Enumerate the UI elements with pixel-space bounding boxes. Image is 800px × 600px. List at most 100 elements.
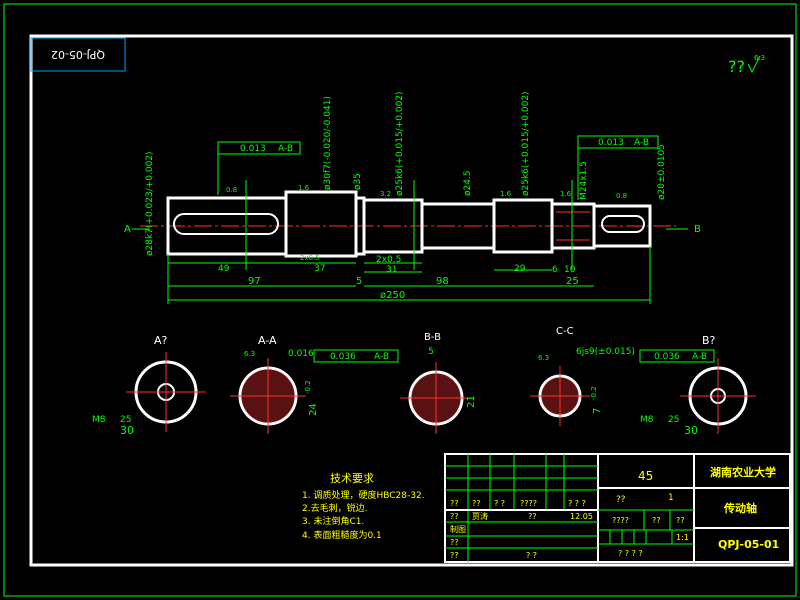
- q25-left: 25: [120, 415, 131, 425]
- tb-mid-r2b: ??: [652, 516, 661, 525]
- q30-right: 30: [684, 424, 698, 437]
- segment-30: [284, 190, 358, 258]
- q30-left: 30: [120, 424, 134, 437]
- dim-m24: M24x1.5: [579, 161, 589, 200]
- dim-25: 25: [566, 276, 579, 287]
- roughness-r3: 1.6: [500, 190, 512, 198]
- dim-d25a: ø25k6(+0.015/+0.002): [395, 91, 405, 196]
- dim-2x05-b: 2x0.5: [300, 254, 320, 262]
- aa-tol2: 0.036: [330, 352, 356, 362]
- tol-frame-cc: [639, 349, 715, 363]
- m8-right: M8: [640, 415, 654, 425]
- tb-mid-r2a: ????: [612, 516, 629, 525]
- cc-roughness: 6.3: [538, 354, 549, 362]
- roughness-r5: 1.6: [560, 190, 572, 198]
- tb-row2-c: ??: [528, 512, 537, 521]
- dim-d20: ø20±0.0105: [657, 144, 667, 200]
- notes-item-4: 4. 表面粗糙度为0.1: [302, 529, 382, 541]
- dim-6: 6: [552, 265, 558, 275]
- tb-mid-r1: ??: [616, 495, 626, 505]
- dim-49: 49: [218, 264, 230, 274]
- dim-31: 31: [386, 265, 397, 275]
- cc-7: 7: [592, 408, 603, 414]
- tb-row1-1: ??: [472, 499, 481, 508]
- dim-10: 10: [564, 265, 576, 275]
- notes-title: 技术要求: [330, 472, 374, 485]
- dim-250: ø250: [380, 290, 405, 301]
- cc-tol: 0.036: [654, 352, 680, 362]
- notes-item-3: 3. 未注倒角C1.: [302, 515, 364, 527]
- cc-ref: A-B: [692, 352, 707, 362]
- tb-row3-label: 制图: [450, 524, 466, 534]
- roughness-r6: 0.8: [616, 192, 627, 200]
- m8-left: M8: [92, 415, 106, 425]
- tb-row2-name: 贾涛: [472, 511, 488, 521]
- bottom-dimensions: 49 37 2x0.5 2x0.5 31 29 6 10 97 5 98 25 …: [167, 246, 651, 304]
- notes-item-1: 1. 调质处理，硬度HBC28-32.: [302, 489, 425, 501]
- tb-mid-r2c: ??: [676, 516, 685, 525]
- keyway-right: [601, 215, 645, 233]
- cc-key: 6js9(±0.015): [576, 347, 635, 357]
- keyway-left: [173, 213, 279, 235]
- tol-right-ref: A-B: [634, 138, 649, 148]
- dim-2x05: 2x0.5: [376, 255, 401, 265]
- roughness-r1: 0.8: [226, 186, 237, 194]
- label-view-b: B: [694, 224, 701, 235]
- aa-roughness: 6.3: [244, 350, 255, 358]
- tb-material: 45: [638, 469, 653, 483]
- tb-row4-label: ??: [450, 538, 459, 547]
- dim-5: 5: [356, 276, 362, 287]
- tb-row5-label: ??: [450, 551, 459, 560]
- roughness-r4: 3.2: [380, 190, 391, 198]
- title-block: 45 湖南农业大学 传动轴 QPJ-05-01 ?? ?? ? ? ???? ?…: [444, 453, 791, 563]
- tb-mid-r1b: 1: [668, 493, 674, 503]
- dim-d24: ø24.5: [463, 170, 473, 196]
- tb-row1-0: ??: [450, 499, 459, 508]
- label-section-a-star: A?: [154, 334, 168, 347]
- q25-right: 25: [668, 415, 679, 425]
- aa-tol24: -0.2: [304, 380, 312, 394]
- dim-29: 29: [514, 264, 526, 274]
- dim-d35: ø35: [353, 173, 363, 190]
- inner-frame: [29, 34, 794, 567]
- label-section-b-star: B?: [702, 334, 716, 347]
- roughness-note: ??: [728, 57, 745, 76]
- segment-20: [592, 204, 652, 248]
- tb-scale: 1:1: [676, 533, 689, 542]
- roughness-value: 6.3: [754, 54, 765, 62]
- bb-5: 5: [428, 347, 434, 357]
- tol-frame-aa: [313, 349, 399, 363]
- corner-code-box: [30, 37, 126, 72]
- top-dimensions: 0.013 A-B 0.013 A-B ø30f7(-0.020/-0.041)…: [145, 91, 667, 256]
- shaft-view: A B: [124, 180, 701, 270]
- notes-item-2: 2.去毛刺，锐边.: [302, 502, 367, 514]
- title-block-border: [444, 453, 791, 563]
- dim-37: 37: [314, 264, 325, 274]
- corner-code: QPJ-05-02: [51, 48, 105, 61]
- label-section-cc: C-C: [556, 326, 574, 337]
- aa-tol: 0.016: [288, 349, 314, 359]
- label-section-aa: A-A: [258, 334, 277, 347]
- tb-row1-3: ????: [520, 499, 537, 508]
- aa-ref: A-B: [374, 352, 389, 362]
- tb-part-name: 传动轴: [723, 501, 757, 515]
- tb-mid-bottom: ? ? ? ?: [618, 549, 643, 558]
- bb-21: 21: [466, 395, 477, 408]
- label-view-a: A: [124, 224, 131, 235]
- dim-d30: ø30f7(-0.020/-0.041): [323, 96, 333, 190]
- technical-notes: 技术要求 1. 调质处理，硬度HBC28-32. 2.去毛刺，锐边. 3. 未注…: [302, 472, 425, 541]
- outer-frame: [3, 3, 797, 597]
- tol-left-value: 0.013: [240, 144, 266, 154]
- dim-97: 97: [248, 276, 261, 287]
- dim-d25b: ø25k6(+0.015/+0.002): [521, 91, 531, 196]
- roughness-r2: 1.6: [298, 184, 310, 192]
- dim-d28: ø28k7(+0.023/+0.002): [145, 151, 155, 256]
- label-section-bb: B-B: [424, 332, 441, 343]
- tol-left-ref: A-B: [278, 144, 293, 154]
- tol-right-value: 0.013: [598, 138, 624, 148]
- tb-row1-2: ? ?: [494, 499, 505, 508]
- aa-24: 24: [308, 403, 319, 416]
- tb-row2-date: 12.05: [570, 512, 593, 521]
- tb-drawing-no: QPJ-05-01: [718, 538, 779, 551]
